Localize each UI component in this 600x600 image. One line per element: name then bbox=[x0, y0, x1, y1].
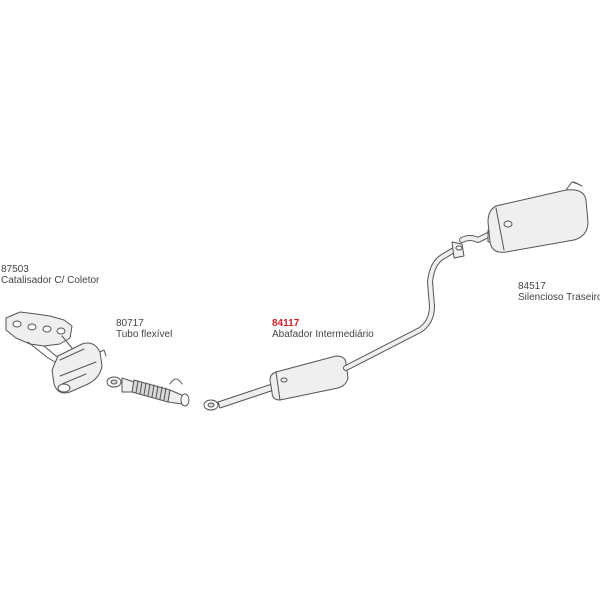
catalytic-converter-manifold-drawing bbox=[5, 311, 107, 394]
part-label-silencioso-traseiro: 84517 Silencioso Traseiro bbox=[518, 281, 600, 303]
part-label-tubo-flexivel: 80717 Tubo flexível bbox=[116, 318, 172, 340]
part-code: 84517 bbox=[518, 281, 546, 292]
part-label-abafador-intermediario: 84117 Abafador Intermediário bbox=[272, 318, 374, 340]
part-code-highlighted: 84117 bbox=[272, 318, 300, 329]
part-name: Silencioso Traseiro bbox=[518, 292, 600, 303]
flexible-tube-drawing bbox=[106, 376, 190, 407]
part-label-catalisador: 87503 Catalisador C/ Coletor bbox=[1, 264, 99, 286]
part-code: 80717 bbox=[116, 318, 144, 329]
part-code: 87503 bbox=[1, 264, 29, 275]
part-name: Catalisador C/ Coletor bbox=[1, 275, 100, 286]
part-name: Tubo flexível bbox=[116, 329, 173, 340]
rear-silencer-drawing bbox=[459, 181, 589, 253]
intermediate-muffler-drawing bbox=[203, 241, 465, 411]
part-name: Abafador Intermediário bbox=[272, 329, 374, 340]
